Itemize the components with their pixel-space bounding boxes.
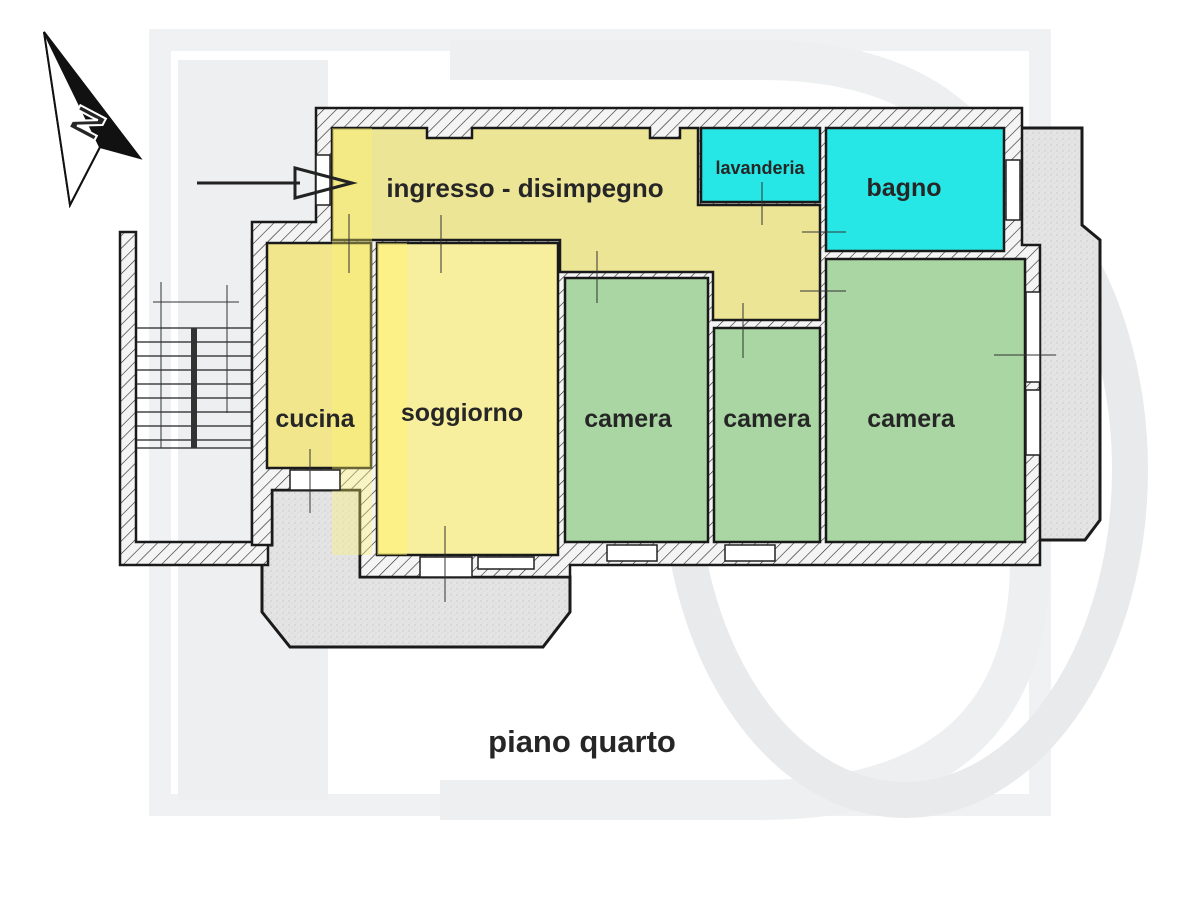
label-camera-2: camera bbox=[723, 405, 812, 433]
label-lavanderia: lavanderia bbox=[715, 158, 805, 178]
room-camera-2 bbox=[712, 326, 822, 544]
room-camera-1 bbox=[563, 276, 710, 544]
highlight-band-2 bbox=[377, 243, 407, 555]
label-cucina: cucina bbox=[275, 405, 355, 433]
label-camera-1: camera bbox=[584, 405, 673, 433]
room-bagno bbox=[824, 126, 1006, 253]
room-cucina bbox=[265, 241, 373, 470]
label-soggiorno: soggiorno bbox=[401, 399, 523, 427]
room-lavanderia bbox=[699, 126, 822, 204]
room-ingresso bbox=[330, 126, 822, 322]
door-markers bbox=[309, 182, 1056, 602]
north-compass-icon: N bbox=[43, 31, 143, 209]
room-soggiorno bbox=[375, 241, 560, 557]
entrance-arrow-icon bbox=[197, 166, 358, 200]
label-camera-3: camera bbox=[867, 405, 956, 433]
label-ingresso: ingresso - disimpegno bbox=[386, 173, 663, 203]
windows bbox=[289, 154, 1041, 578]
highlight-band bbox=[332, 128, 372, 555]
label-bagno: bagno bbox=[867, 174, 942, 202]
floor-label: piano quarto bbox=[488, 724, 676, 759]
room-camera-3 bbox=[824, 257, 1027, 544]
stair-handrail bbox=[191, 328, 197, 448]
